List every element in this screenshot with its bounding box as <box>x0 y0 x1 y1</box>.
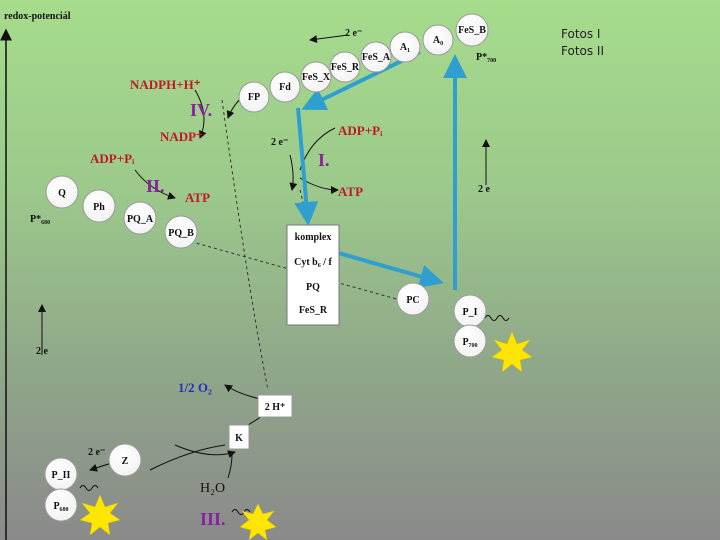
node-pqa: PQ_A <box>123 201 157 235</box>
arrow-atp-left <box>134 169 176 200</box>
label-p680-star: P*₆₈₀ <box>30 214 50 225</box>
label-2e-bottom: 2 e⁻ <box>88 447 105 458</box>
label-adp-right: ADP+Pᵢ <box>338 123 383 138</box>
node-a1: A₁ <box>389 31 421 63</box>
arrow-h2o <box>227 454 233 479</box>
complex-line-cyt: Cyt b₆ / f <box>294 257 332 268</box>
excitation-squiggles <box>79 315 510 515</box>
node-fd: Fd <box>269 71 301 103</box>
node-fesx-label: FeS_X <box>302 72 331 83</box>
legend: Fotos I Fotos II <box>561 26 604 60</box>
complex-title: komplex <box>295 232 332 243</box>
roman-i: I. <box>318 150 330 170</box>
node-fesb: FeS_B <box>455 13 489 47</box>
complex-box: komplex Cyt b₆ / f PQ FeS_R <box>286 224 340 326</box>
label-p700-star: P*₇₀₀ <box>476 52 496 63</box>
arrow-2e-mid <box>289 154 298 191</box>
node-fesr: FeS_R <box>329 51 361 83</box>
label-h2o: H₂O <box>200 481 225 496</box>
node-p680-label: P₆₈₀ <box>53 501 68 512</box>
node-q: Q <box>45 175 79 209</box>
node-pqb-label: PQ_B <box>168 228 194 239</box>
sun-icon <box>491 331 533 373</box>
axis-label: redox-potenciál <box>4 11 71 22</box>
label-atp-right: ATP <box>338 184 363 199</box>
arrow-nadph-nadp <box>194 89 207 139</box>
legend-item-fotos-1: Fotos I <box>561 27 601 41</box>
legend-item-fotos-2: Fotos II <box>561 44 605 58</box>
label-2e-right: 2 e <box>478 184 491 195</box>
node-q-label: Q <box>58 188 66 199</box>
node-fesa-label: FeS_A <box>362 52 391 63</box>
blue-arrow-to-pi <box>334 250 444 289</box>
dashed-line-nadp-to-2h <box>221 99 269 391</box>
roman-ii: II. <box>146 176 165 196</box>
node-pc: PC <box>396 282 430 316</box>
node-fesr-label: FeS_R <box>331 62 360 73</box>
node-p1: P_I <box>453 294 487 328</box>
arrow-h2o-k <box>174 444 236 458</box>
node-p700: P₇₀₀ <box>453 324 487 358</box>
node-p700-label: P₇₀₀ <box>462 337 477 348</box>
label-nadp: NADP⁺ <box>160 129 203 144</box>
node-pc-label: PC <box>406 295 419 306</box>
node-pqa-label: PQ_A <box>127 214 154 225</box>
node-pqb: PQ_B <box>164 215 198 249</box>
label-2e-left: 2 e <box>36 346 49 357</box>
label-adp-left: ADP+Pᵢ <box>90 151 135 166</box>
label-nadph: NADPH+H⁺ <box>130 77 201 92</box>
node-p2: P_II <box>44 457 78 491</box>
complex-line-fesr: FeS_R <box>299 305 328 316</box>
squiggle-h2o <box>231 509 251 515</box>
node-fp-label: FP <box>248 92 260 103</box>
node-z: Z <box>108 443 142 477</box>
sun-icon <box>79 494 121 536</box>
node-k-label: K <box>235 433 243 444</box>
label-half-o2: 1/2 O₂ <box>178 380 212 395</box>
node-a0: A₀ <box>422 24 454 56</box>
label-2e-mid: 2 e⁻ <box>271 137 288 148</box>
squiggle-p680 <box>79 485 99 491</box>
label-atp-left: ATP <box>185 190 210 205</box>
node-fp: FP <box>238 81 270 113</box>
arrow-k-z <box>149 444 226 471</box>
roman-iii: III. <box>200 509 226 529</box>
node-a0-label: A₀ <box>433 35 443 46</box>
blue-arrow-to-complex <box>294 107 319 226</box>
node-a1-label: A₁ <box>400 42 410 53</box>
node-z-label: Z <box>122 456 129 467</box>
box-2h: 2 H⁺ <box>257 394 293 418</box>
complex-line-pq: PQ <box>306 282 320 293</box>
node-fd-label: Fd <box>279 82 291 93</box>
roman-iv: IV. <box>190 100 212 120</box>
squiggle-p700 <box>484 315 510 321</box>
node-p2-label: P_II <box>52 470 71 481</box>
node-fesb-label: FeS_B <box>458 25 486 36</box>
box-2h-label: 2 H⁺ <box>265 402 286 413</box>
sun-icon <box>239 503 277 540</box>
node-k: K <box>228 424 250 450</box>
node-ph: Ph <box>82 189 116 223</box>
node-fesa: FeS_A <box>360 41 392 73</box>
node-ph-label: Ph <box>93 202 105 213</box>
node-p1-label: P_I <box>463 307 478 318</box>
node-fesx: FeS_X <box>300 61 332 93</box>
label-2e-top: 2 e⁻ <box>345 28 362 39</box>
dashed-line-pqb-to-pc <box>184 239 401 301</box>
arrow-top-2e <box>309 34 349 44</box>
node-p680: P₆₈₀ <box>44 488 78 522</box>
